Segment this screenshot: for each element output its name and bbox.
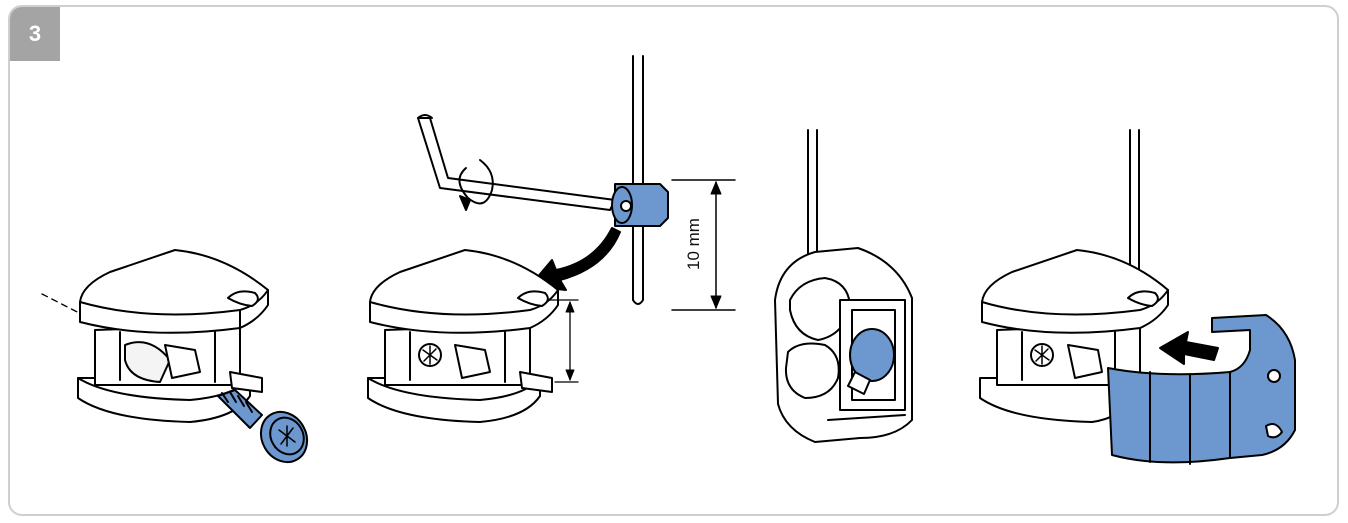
figure-bracket-with-wire bbox=[774, 129, 913, 443]
figure-hex-key-adjustment bbox=[367, 55, 736, 423]
dimension-label: 10 mm bbox=[684, 218, 703, 270]
instruction-panel: 3 bbox=[8, 5, 1339, 516]
figure-bracket-with-cover bbox=[979, 129, 1296, 465]
figure-bracket-with-screw bbox=[41, 249, 309, 464]
step-number-badge: 3 bbox=[10, 7, 60, 61]
